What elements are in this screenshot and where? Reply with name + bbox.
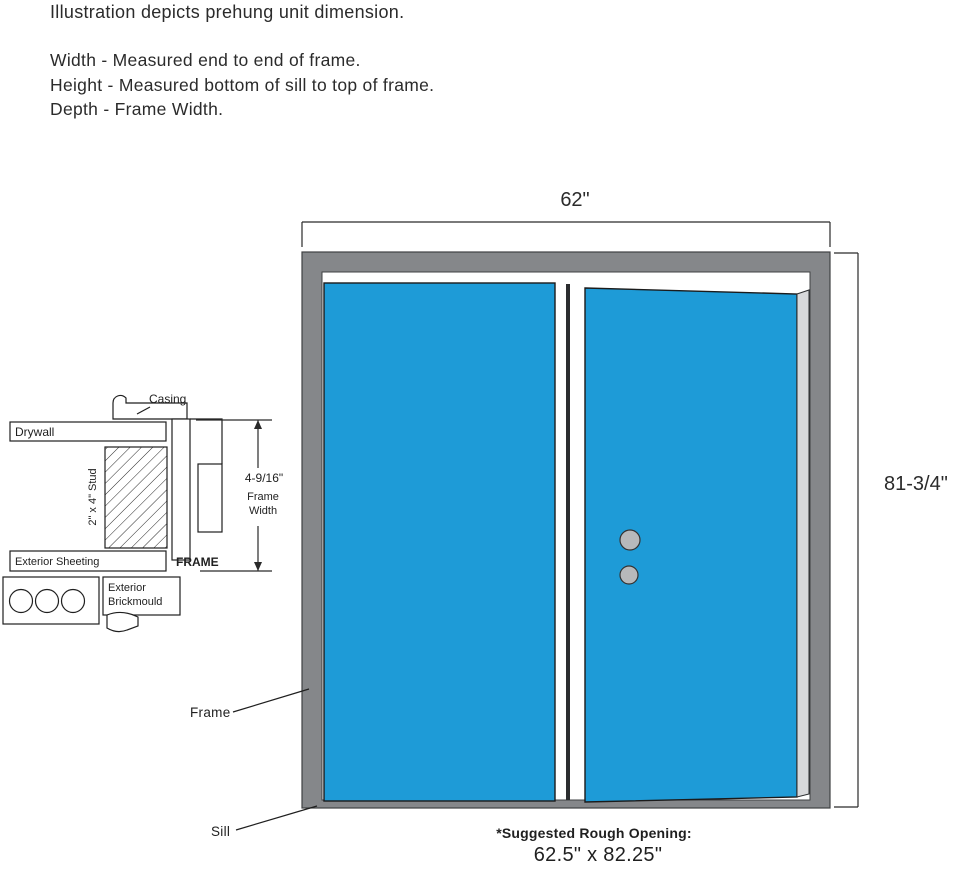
- depth-definition: Depth - Frame Width.: [50, 99, 224, 119]
- brickmould-box: [102, 576, 181, 616]
- sill-callout-leader: [235, 805, 318, 831]
- brick-core-hole: [60, 588, 86, 614]
- diagram-title: Illustration depicts prehung unit dimens…: [50, 2, 405, 22]
- rough-opening-label: *Suggested Rough Opening:: [496, 825, 692, 841]
- jamb-profile: [171, 418, 191, 561]
- brickmould-label-line2: Brickmould: [108, 596, 162, 608]
- door-stop-profile: [197, 463, 223, 533]
- brick-core-hole: [8, 588, 34, 614]
- height-definition: Height - Measured bottom of sill to top …: [50, 74, 435, 95]
- jamb-cross-section: Casing Drywall 2" x 4" Stud Exterior She…: [2, 392, 283, 633]
- frame-width-dimension-lines: [196, 419, 272, 572]
- door-knob: [619, 529, 641, 551]
- deadbolt-knob: [619, 565, 639, 585]
- brickmould-profile: [106, 611, 139, 633]
- rough-opening-value: 62.5" x 82.25": [534, 844, 663, 866]
- frame-callout-leader: [232, 688, 310, 713]
- frame-width-word2: Width: [249, 505, 277, 517]
- left-door-panel: [323, 282, 556, 802]
- dimension-definitions: Width - Measured end to end of frame. He…: [50, 48, 434, 122]
- width-dimension: 62": [301, 189, 831, 247]
- sill-callout-label: Sill: [211, 824, 230, 839]
- width-dimension-label: 62": [560, 189, 589, 211]
- frame-width-dimension: 4-9/16" Frame Width: [196, 419, 283, 572]
- brick-core-hole: [34, 588, 60, 614]
- frame-width-value: 4-9/16": [245, 471, 283, 485]
- height-dimension: 81-3/4": [834, 252, 948, 808]
- stud-label: 2" x 4" Stud: [87, 468, 99, 525]
- sill-callout: Sill: [211, 805, 318, 839]
- right-door-edge: [796, 289, 810, 798]
- exterior-sheeting-label: Exterior Sheeting: [15, 556, 99, 568]
- drywall-box: [9, 421, 167, 442]
- height-dimension-line: [834, 252, 859, 808]
- right-door-panel: [584, 287, 798, 803]
- frame-callout-label: Frame: [190, 705, 231, 720]
- left-door: [323, 282, 556, 802]
- height-dimension-label: 81-3/4": [884, 473, 948, 495]
- width-definition: Width - Measured end to end of frame.: [50, 50, 361, 70]
- arrowhead-down: [254, 562, 262, 571]
- astragal: [566, 284, 570, 800]
- exterior-sheeting-box: [9, 550, 167, 572]
- drywall-label: Drywall: [15, 425, 54, 439]
- frame-callout: Frame: [190, 688, 310, 720]
- stud-hatched-box: [104, 446, 168, 549]
- frame-section-label: FRAME: [176, 555, 219, 569]
- width-dimension-line: [301, 221, 831, 247]
- frame-width-word1: Frame: [247, 491, 279, 503]
- jamb-step-line: [190, 418, 223, 464]
- arrowhead-up: [254, 420, 262, 429]
- brickmould-label-line1: Exterior: [108, 582, 146, 594]
- casing-leader-line: [136, 406, 151, 415]
- right-door: [584, 287, 810, 803]
- rough-opening-note: *Suggested Rough Opening: 62.5" x 82.25": [496, 825, 692, 866]
- casing-label: Casing: [149, 392, 186, 406]
